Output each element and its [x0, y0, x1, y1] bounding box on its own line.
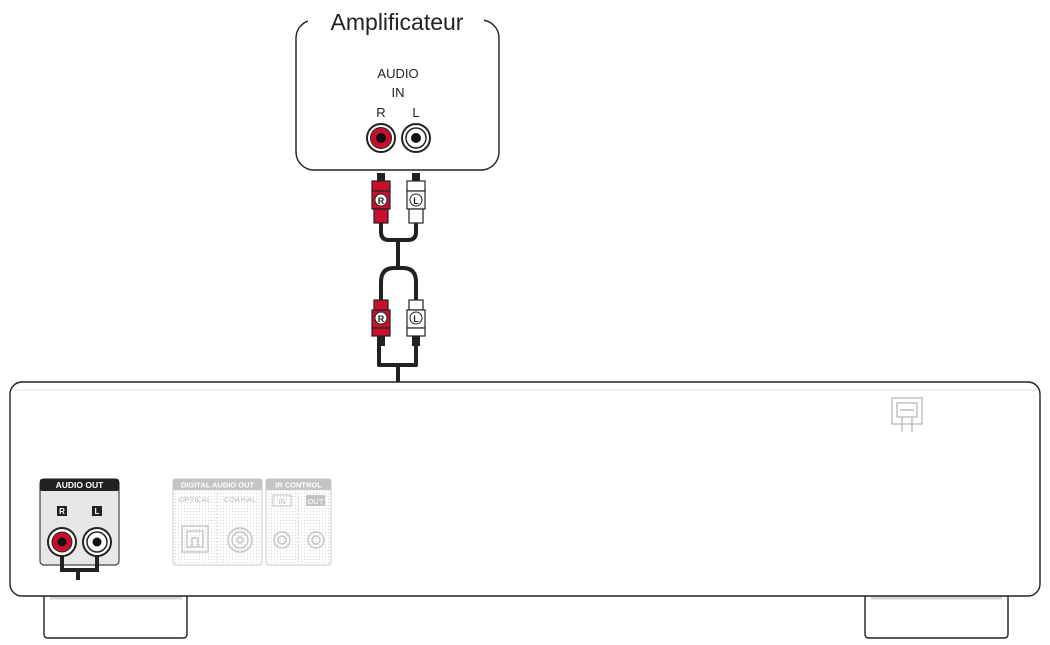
amp-channel-left-label: L — [412, 105, 419, 120]
ir-out-label: OUT — [308, 497, 324, 506]
plug-right-marker-bottom: R — [378, 314, 385, 324]
audio-out-jack-left — [82, 527, 112, 557]
player-unit — [9, 381, 1041, 639]
amplifier-title: Amplificateur — [331, 9, 464, 35]
coaxial-port — [227, 527, 253, 553]
plug-left-top: L — [406, 173, 426, 224]
audio-in-label-line2: IN — [392, 85, 405, 100]
plug-right-marker: R — [378, 196, 385, 206]
audio-in-label-line1: AUDIO — [377, 66, 418, 81]
plug-left-marker-bottom: L — [413, 314, 419, 324]
ir-in-label: IN — [278, 497, 286, 506]
audio-out-panel: AUDIO OUT R L — [39, 478, 120, 580]
plug-right-top: R — [371, 173, 391, 224]
amp-channel-right-label: R — [376, 105, 385, 120]
coaxial-label: COAXIAL — [224, 495, 257, 504]
power-inlet-icon — [891, 397, 923, 432]
ir-control-label: IR CONTROL — [275, 481, 322, 490]
audio-out-right-label: R — [59, 507, 65, 516]
cable-top-plugs: R L — [371, 173, 426, 224]
amp-jack-left — [401, 123, 431, 153]
audio-out-left-label: L — [95, 507, 100, 516]
plug-right-bottom: R — [371, 299, 391, 346]
digital-audio-out-panel: DIGITAL AUDIO OUT OPTICAL COAXIAL — [172, 478, 263, 566]
player-chassis — [9, 381, 1041, 597]
ir-out-port — [307, 531, 325, 549]
plug-left-bottom: L — [406, 299, 426, 346]
optical-label: OPTICAL — [179, 495, 211, 504]
cable-bottom-plugs: R L — [371, 299, 426, 346]
foot-right — [864, 596, 1009, 639]
amp-jack-right — [366, 123, 396, 153]
digital-audio-out-label: DIGITAL AUDIO OUT — [181, 481, 255, 490]
ir-control-panel: IR CONTROL IN OUT — [265, 478, 332, 566]
audio-out-jack-right — [47, 527, 77, 557]
ir-in-port — [273, 531, 291, 549]
amplifier-unit: Amplificateur AUDIO IN R L — [295, 9, 500, 171]
plug-left-marker: L — [413, 196, 419, 206]
optical-port — [181, 525, 209, 553]
foot-left — [43, 596, 188, 639]
audio-out-label: AUDIO OUT — [56, 480, 105, 490]
